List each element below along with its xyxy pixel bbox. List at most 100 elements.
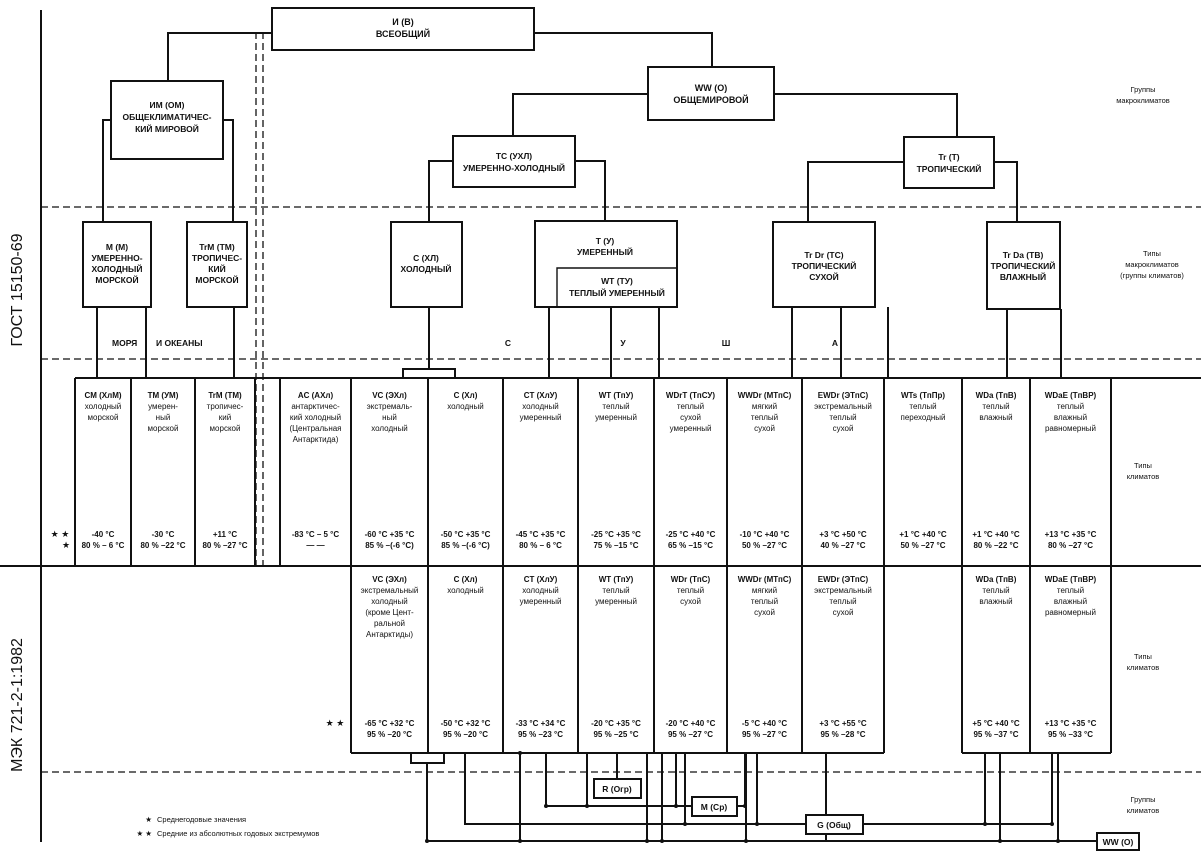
gost-climate-description: теплый <box>829 413 856 422</box>
iec-temperature-range: -65 °C +32 °C <box>365 719 415 728</box>
gost-humidity-value: 65 % –15 °C <box>668 541 713 550</box>
gost-temperature-range: -10 °C +40 °C <box>740 530 790 539</box>
box-general-climatic-code: ИМ (ОМ) <box>150 100 185 110</box>
box-tropical-wet-line-3: ВЛАЖНЫЙ <box>1000 271 1046 282</box>
box-tropical <box>903 136 995 189</box>
gost-cell: AC (АХл)антарктичес-кий холодный(Централ… <box>279 378 352 566</box>
iec-climate-description: ральной <box>374 619 405 628</box>
iec-climate-description: равномерный <box>1045 608 1096 617</box>
iec-humidity-value: 95 % –37 °C <box>973 730 1018 739</box>
gost-climate-code: WDa (ТпВ) <box>976 391 1017 400</box>
iec-climate-code: WDr (ТпС) <box>671 575 711 584</box>
gost-climate-description: влажный <box>979 413 1012 422</box>
gost-climate-description: теплый <box>602 402 629 411</box>
box-marine-tropical-line-4: МОРСКОЙ <box>195 274 238 285</box>
gost-temperature-range: -60 °C +35 °C <box>365 530 415 539</box>
box-marine-cold <box>82 221 152 308</box>
gost-climate-description: кий холодный <box>290 413 341 422</box>
box-tropical-dry-line-1: Tr Dr (TC) <box>804 250 843 260</box>
gost-temperature-range: -50 °C +35 °C <box>441 530 491 539</box>
gost-climate-description: холодный <box>447 402 484 411</box>
standard-label-gost: ГОСТ 15150-69 <box>9 233 26 346</box>
gost-climate-description: умеренный <box>670 424 712 433</box>
box-marine-tropical-line-3: КИЙ <box>208 263 225 274</box>
gost-climate-description: сухой <box>754 424 775 433</box>
iec-humidity-value: 95 % –28 °C <box>820 730 865 739</box>
box-tropical-label: ТРОПИЧЕСКИЙ <box>917 163 982 174</box>
box-marine-cold-line-4: МОРСКОЙ <box>95 274 138 285</box>
gost-climate-description: сухой <box>680 413 701 422</box>
row-label-macro-types-2: макроклиматов <box>1125 260 1179 269</box>
gost-humidity-value: 80 % – 6 °C <box>519 541 562 550</box>
iec-temperature-range: +3 °C +55 °C <box>819 719 867 728</box>
box-temperate-line-2: УМЕРЕННЫЙ <box>577 246 633 257</box>
connector-tropical-dry <box>807 161 904 222</box>
region-letter-1: С <box>505 338 511 348</box>
iec-climate-description: холодный <box>447 586 484 595</box>
legend-text-2: Средние из абсолютных годовых экстремумо… <box>157 829 319 838</box>
gost-climate-description: сухой <box>833 424 854 433</box>
gost-climate-description: морской <box>148 424 179 433</box>
gost-climate-description: мягкий <box>752 402 777 411</box>
box-tropical-wet <box>986 221 1061 310</box>
connector-temperate-cold-temperate <box>575 160 606 222</box>
box-root-code: И (В) <box>392 17 413 27</box>
legend-marker-1: ★ <box>145 815 152 824</box>
iec-climate-description: сухой <box>833 608 854 617</box>
row-label-macro-types-3: (группы климатов) <box>1120 271 1184 280</box>
connector-tropical-wet <box>994 161 1018 222</box>
iec-climate-description: теплый <box>602 586 629 595</box>
gost-climate-description: кий <box>219 413 231 422</box>
gost-temperature-range: +1 °C +40 °C <box>972 530 1020 539</box>
row-label-climate-groups-1: Группы <box>1131 795 1156 804</box>
gost-humidity-value: 85 % –(-6 °C) <box>365 541 414 550</box>
iec-climate-description: умеренный <box>520 597 562 606</box>
iec-climate-description: теплый <box>829 597 856 606</box>
gost-cell: C (Хл)холодный-50 °C +35 °C85 % –(-6 °C) <box>427 378 504 566</box>
gost-climate-description: теплый <box>909 402 936 411</box>
row-label-macro-types-1: Типы <box>1143 249 1161 258</box>
gost-humidity-value: 40 % –27 °C <box>820 541 865 550</box>
box-marine-tropical-line-2: ТРОПИЧЕС- <box>192 253 242 263</box>
gost-humidity-value: 80 % –22 °C <box>973 541 1018 550</box>
gost-climate-description: ный <box>382 413 397 422</box>
connector-general-marine-cold <box>102 119 111 222</box>
connector-worldwide-tropical <box>774 93 958 137</box>
gost-climate-description: теплый <box>1057 402 1084 411</box>
iec-temperature-range: -20 °C +35 °C <box>591 719 641 728</box>
gost-climate-description: антарктичес- <box>291 402 340 411</box>
gost-climate-code: WT (ТпУ) <box>599 391 634 400</box>
gost-climate-description: холодный <box>371 424 408 433</box>
box-marine-tropical <box>186 221 248 308</box>
iec-humidity-value: 95 % –25 °C <box>593 730 638 739</box>
gost-climate-description: холодный <box>85 402 122 411</box>
gost-climate-description: морской <box>210 424 241 433</box>
box-tropical-dry-line-2: ТРОПИЧЕСКИЙ <box>792 260 857 271</box>
box-general-climatic-label-2: КИЙ МИРОВОЙ <box>135 123 199 134</box>
group-moderate-label: M (Ср) <box>701 802 728 812</box>
gost-temperature-range: +13 °C +35 °C <box>1045 530 1097 539</box>
gost-climate-description: Антарктида) <box>293 435 339 444</box>
box-worldwide-label: ОБЩЕМИРОВОЙ <box>673 94 748 105</box>
legend-text-1: Среднегодовые значения <box>157 815 246 824</box>
iec-temperature-range: -5 °C +40 °C <box>742 719 788 728</box>
gost-climate-code: WDrT (ТпСУ) <box>666 391 715 400</box>
gost-climate-code: EWDr (ЭТпС) <box>818 391 869 400</box>
box-temperate-cold-code: TC (УХЛ) <box>496 151 532 161</box>
macro-type-to-climate-connectors <box>96 307 1062 378</box>
iec-climate-code: WDa (ТпВ) <box>976 575 1017 584</box>
gost-climate-code: VC (ЭХл) <box>372 391 407 400</box>
iec-climate-code: WWDr (МТпС) <box>738 575 792 584</box>
iec-climate-description: холодный <box>522 586 559 595</box>
